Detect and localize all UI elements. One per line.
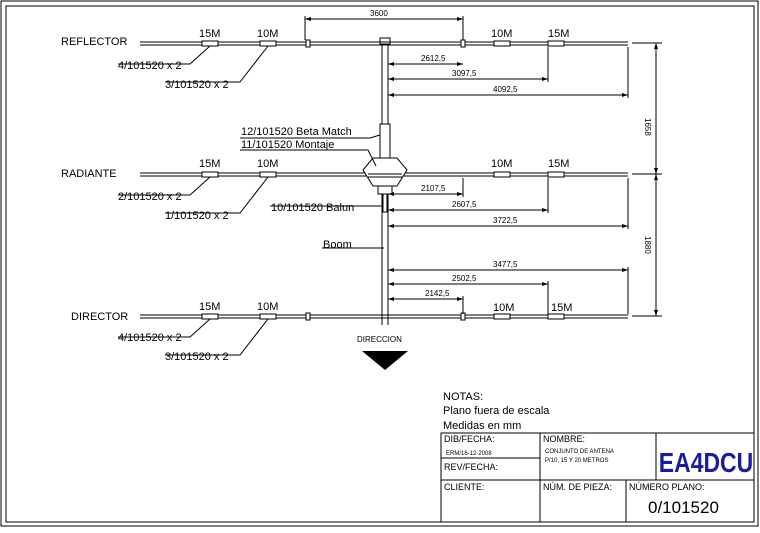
director-10m-joint-right bbox=[493, 313, 511, 320]
director-10m-part: 3/101520 x 2 bbox=[165, 351, 229, 363]
balun bbox=[382, 193, 388, 213]
balun-part: 10/101520 Balun bbox=[271, 202, 354, 214]
band-label-10m: 10M bbox=[257, 301, 278, 313]
band-label-15m: 15M bbox=[199, 28, 220, 40]
director-clamp-right bbox=[460, 312, 466, 321]
dim-reflector-2: 3097,5 bbox=[452, 69, 477, 78]
part-callouts bbox=[118, 45, 384, 356]
radiator-15m-part: 2/101520 x 2 bbox=[118, 191, 182, 203]
dim-spacing-refl-rad: 1658 bbox=[643, 118, 652, 136]
balun-box bbox=[377, 185, 393, 195]
dim-spacing-rad-dir: 1880 bbox=[643, 236, 652, 254]
direction-label: DIRECCION bbox=[357, 335, 402, 344]
dib-value: ERM/16-12-2008 bbox=[446, 451, 492, 457]
notes-line-1: Plano fuera de escala bbox=[443, 405, 550, 417]
reflector-clamp-right bbox=[460, 39, 466, 48]
band-label-10m: 10M bbox=[493, 302, 514, 314]
radiator-label: RADIANTE bbox=[61, 168, 117, 180]
direction-arrow-icon bbox=[362, 351, 408, 370]
reflector-label: REFLECTOR bbox=[61, 36, 127, 48]
dimension-lines bbox=[304, 16, 662, 317]
reflector-element bbox=[140, 39, 628, 48]
band-label-15m: 15M bbox=[551, 302, 572, 314]
band-label-15m: 15M bbox=[548, 28, 569, 40]
band-label-15m: 15M bbox=[548, 158, 569, 170]
band-label-10m: 10M bbox=[491, 158, 512, 170]
feed-assembly bbox=[362, 123, 408, 213]
dimension-ticks bbox=[305, 17, 658, 316]
director-15m-joint-left bbox=[201, 313, 219, 320]
reflector-10m-joint-right bbox=[493, 40, 511, 47]
band-label-10m: 10M bbox=[491, 28, 512, 40]
dib-label: DIB/FECHA: bbox=[444, 434, 495, 444]
plano-label: NÚMERO PLANO: bbox=[629, 482, 705, 492]
radiator-15m-joint-left bbox=[201, 171, 219, 178]
dim-reflector-1: 2612,5 bbox=[421, 54, 446, 63]
nombre-label: NOMBRE: bbox=[543, 434, 585, 444]
radiator-10m-joint-left bbox=[259, 171, 277, 178]
boom-part: Boom bbox=[323, 239, 352, 251]
band-labels: 15M 10M 10M 15M 15M 10M 10M 15M 15M 10M … bbox=[199, 28, 572, 314]
notes-title: NOTAS: bbox=[443, 391, 483, 403]
dim-director-3: 2142,5 bbox=[425, 289, 450, 298]
dim-director-1: 3477,5 bbox=[493, 260, 518, 269]
director-label: DIRECTOR bbox=[71, 311, 128, 323]
beta-match-part: 12/101520 Beta Match bbox=[241, 126, 352, 138]
radiator-10m-joint-right bbox=[493, 171, 511, 178]
dim-director-2: 2502,5 bbox=[452, 274, 477, 283]
dim-radiator-1: 2107,5 bbox=[421, 184, 446, 193]
band-label-10m: 10M bbox=[257, 28, 278, 40]
band-label-15m: 15M bbox=[199, 158, 220, 170]
dim-radiator-2: 2607,5 bbox=[452, 200, 477, 209]
director-15m-joint-right bbox=[547, 313, 565, 320]
mounting-plate bbox=[362, 157, 408, 187]
radiator-15m-joint-right bbox=[547, 171, 565, 178]
nombre-line-2: P/10, 15 Y 20 METROS bbox=[545, 458, 608, 464]
plano-value: 0/101520 bbox=[648, 498, 719, 517]
band-label-10m: 10M bbox=[257, 158, 278, 170]
mounting-part: 11/101520 Montaje bbox=[241, 139, 334, 151]
reflector-15m-joint-right bbox=[547, 40, 565, 47]
director-15m-part: 4/101520 x 2 bbox=[118, 332, 182, 344]
radiator-10m-part: 1/101520 x 2 bbox=[165, 210, 229, 222]
dim-radiator-3: 3722,5 bbox=[493, 216, 518, 225]
band-label-15m: 15M bbox=[199, 301, 220, 313]
director-clamp-left bbox=[305, 312, 311, 321]
dim-top-span: 3600 bbox=[370, 9, 388, 18]
boom-cap-top bbox=[379, 37, 391, 45]
title-block bbox=[440, 432, 755, 523]
director-10m-joint-left bbox=[259, 313, 277, 320]
cliente-label: CLIENTE: bbox=[444, 482, 485, 492]
notes-line-2: Medidas en mm bbox=[443, 420, 521, 432]
nombre-line-1: CONJUNTO DE ANTENA bbox=[545, 449, 614, 455]
inner-border bbox=[5, 5, 755, 523]
reflector-15m-part: 4/101520 x 2 bbox=[118, 60, 182, 72]
reflector-clamp-left bbox=[305, 39, 311, 48]
reflector-15m-joint-left bbox=[201, 40, 219, 47]
rev-label: REV/FECHA: bbox=[444, 462, 498, 472]
ea4dcu-logo: EA4DCU bbox=[659, 448, 753, 479]
reflector-10m-joint-left bbox=[259, 40, 277, 47]
reflector-10m-part: 3/101520 x 2 bbox=[165, 79, 229, 91]
pieza-label: NÚM. DE PIEZA: bbox=[543, 482, 612, 492]
director-element bbox=[140, 312, 628, 321]
dim-reflector-3: 4092,5 bbox=[493, 85, 518, 94]
